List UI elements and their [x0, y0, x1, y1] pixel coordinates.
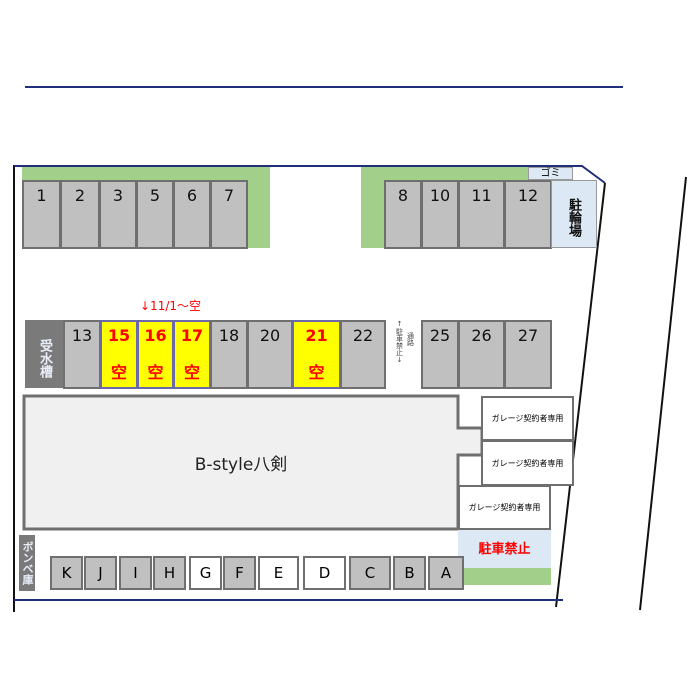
parking-stall[interactable]: 7 [210, 180, 248, 249]
arrow-up-icon: ↑ [396, 320, 403, 328]
passage-label: 通路 [406, 332, 415, 346]
garage-contract-only: ガレージ契約者専用 [458, 485, 551, 530]
stall-number: 16 [144, 326, 167, 345]
stall-number: 13 [71, 326, 93, 345]
parking-stall-vacant[interactable]: 15 空 [100, 320, 138, 389]
vacant-label: 空 [308, 363, 325, 382]
building-name: B-style八剣 [194, 455, 288, 475]
stall-number: 22 [352, 326, 374, 345]
stall-number: 15 [107, 326, 131, 345]
bicycle-parking: 駐輪場 [551, 180, 597, 248]
vacancy-note: ↓11/1～空 [140, 299, 202, 313]
vacant-label: 空 [147, 363, 164, 382]
gas-cylinder-storage: ボンベ庫 [19, 535, 35, 591]
no-parking-area: 駐車禁止 [458, 530, 551, 569]
parking-stall[interactable]: B [393, 556, 426, 590]
parking-stall[interactable]: 26 [458, 320, 505, 389]
parking-stall[interactable]: 27 [504, 320, 552, 389]
garage-contract-only: ガレージ契約者専用 [481, 440, 574, 486]
parking-stall[interactable]: J [84, 556, 117, 590]
parking-stall[interactable]: 1 [22, 180, 61, 249]
parking-stall[interactable]: 20 [247, 320, 293, 389]
garage-contract-only: ガレージ契約者専用 [481, 396, 574, 441]
parking-stall[interactable]: 22 [340, 320, 386, 389]
stall-number: 18 [218, 326, 240, 345]
green-area-bottom [458, 568, 551, 585]
parking-stall[interactable]: H [153, 556, 186, 590]
parking-stall[interactable]: 11 [458, 180, 505, 249]
passage-note: 通路 ↑ 駐車禁止 ↓ [392, 320, 418, 388]
parking-stall[interactable]: A [428, 556, 464, 590]
parking-stall[interactable]: 10 [421, 180, 459, 249]
parking-stall[interactable]: F [223, 556, 256, 590]
parking-stall[interactable]: I [119, 556, 152, 590]
parking-stall[interactable]: G [189, 556, 222, 590]
stall-number: 17 [180, 326, 204, 345]
stall-number: 20 [259, 326, 281, 345]
parking-stall[interactable]: E [258, 556, 299, 590]
parking-stall[interactable]: 6 [173, 180, 211, 249]
parking-stall[interactable]: D [303, 556, 346, 590]
arrow-down-icon: ↓ [396, 356, 403, 364]
stall-number: 21 [305, 326, 328, 345]
garbage-area: ゴミ [528, 167, 573, 180]
parking-stall[interactable]: C [349, 556, 391, 590]
vacant-label: 空 [183, 363, 200, 382]
parking-stall[interactable]: K [50, 556, 83, 590]
water-tank: 受水槽 [25, 320, 64, 388]
no-parking-label: 駐車禁止 [395, 328, 404, 356]
vacant-label: 空 [110, 363, 127, 382]
parking-stall-vacant[interactable]: 21 空 [292, 320, 341, 389]
